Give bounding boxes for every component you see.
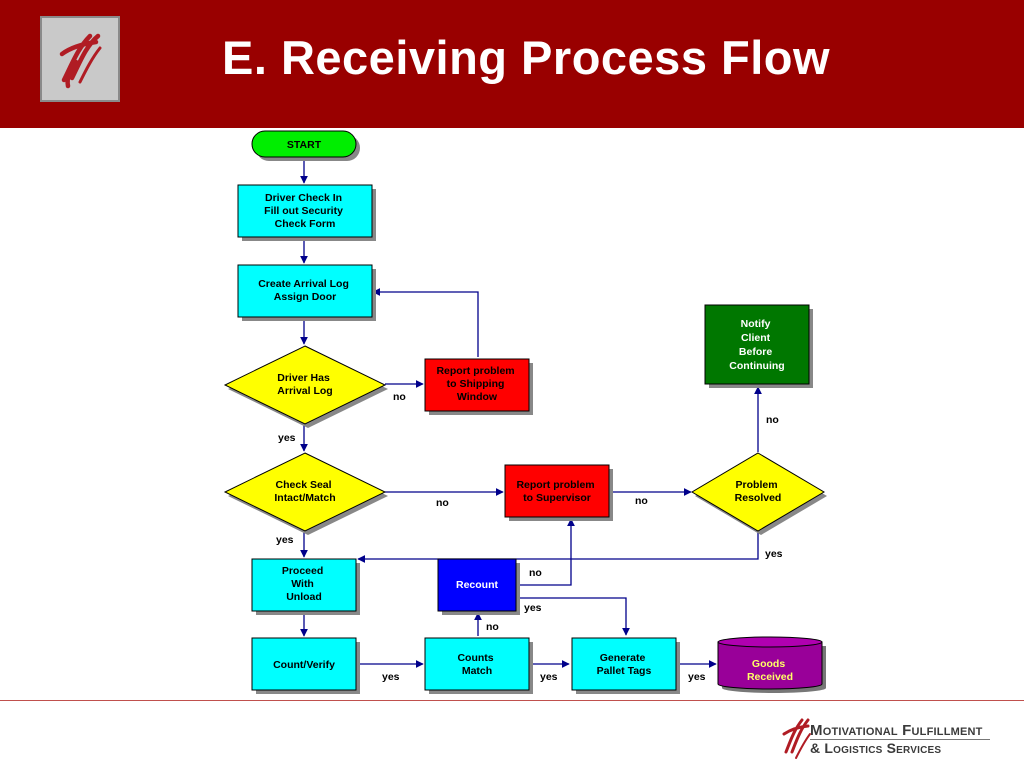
- counts-match-line-1: Counts: [457, 652, 493, 664]
- label-yes-resolved: yes: [765, 548, 783, 560]
- notify-line-1: Notify: [741, 318, 771, 330]
- count-verify-label: Count/Verify: [273, 659, 335, 671]
- svg-text:Counts Match: Counts Match: [457, 652, 496, 677]
- svg-text:Driver Check In Fill out: Driver Check In Fill out Security Check …: [264, 192, 346, 230]
- logo-badge: [40, 16, 120, 102]
- svg-text:Goods Received: Goods Received: [747, 658, 793, 683]
- mfl-script-logo-icon: [782, 718, 811, 759]
- brand-name-line-1: Motivational Fulfillment: [810, 722, 983, 739]
- svg-text:Check Seal Intact/Match: Check Seal Intact/Match: [274, 479, 335, 504]
- label-no-seal: no: [436, 497, 449, 509]
- check-seal-line-2: Intact/Match: [274, 492, 335, 504]
- svg-text:Proceed With Unloa: Proceed With Unload: [282, 565, 326, 603]
- notify-line-2: Client: [741, 332, 771, 344]
- edge-recount-no: [518, 518, 575, 586]
- label-no-supervisor: no: [635, 495, 648, 507]
- label-yes-count: yes: [382, 671, 400, 683]
- brand-name-line-2: & Logistics Services: [810, 740, 942, 756]
- label-yes-tags: yes: [688, 671, 706, 683]
- generate-tags-node: Generate Pallet Tags: [571, 637, 680, 694]
- svg-text:Problem Resolved: Problem Resolved: [735, 479, 782, 504]
- driver-check-in-node: Driver Check In Fill out Security Check …: [237, 184, 376, 241]
- label-no-has-log: no: [393, 391, 406, 403]
- notify-client-node: Notify Client Before Continuing: [704, 304, 813, 388]
- proceed-line-3: Unload: [286, 591, 322, 603]
- mfl-script-logo-icon: [59, 33, 102, 89]
- svg-text:Generate Pallet Tags: Generate Pallet Tags: [597, 652, 652, 677]
- svg-text:Notify Client Befo: Notify Client Before Continuing: [729, 318, 784, 372]
- problem-resolved-line-2: Resolved: [735, 492, 782, 504]
- goods-line-1: Goods: [752, 658, 785, 670]
- footer-divider: [0, 700, 1024, 701]
- driver-check-in-line-2: Fill out Security: [264, 205, 343, 217]
- connectors: [300, 159, 762, 668]
- company-brand: Motivational Fulfillment & Logistics Ser…: [780, 712, 1010, 762]
- report-supervisor-node: Report problem to Supervisor: [504, 464, 613, 521]
- edge-labels: no yes no no no yes yes no yes no yes ye…: [276, 391, 783, 683]
- page-title: E. Receiving Process Flow: [222, 31, 831, 84]
- header-banner: E. Receiving Process Flow: [0, 0, 1024, 128]
- generate-tags-line-1: Generate: [600, 652, 646, 664]
- check-seal-line-1: Check Seal: [276, 479, 332, 491]
- report-shipping-line-1: Report problem: [436, 365, 514, 377]
- label-no-recount: no: [529, 567, 542, 579]
- report-supervisor-line-2: to Supervisor: [523, 492, 591, 504]
- svg-text:Report problem to Shippi: Report problem to Shipping Window: [436, 365, 517, 403]
- edge-resolved-yes: [357, 532, 759, 563]
- proceed-line-2: With: [291, 578, 314, 590]
- label-no-resolved: no: [766, 414, 779, 426]
- notify-line-4: Continuing: [729, 360, 784, 372]
- generate-tags-line-2: Pallet Tags: [597, 665, 652, 677]
- goods-line-2: Received: [747, 671, 793, 683]
- report-shipping-line-2: to Shipping: [447, 378, 505, 390]
- report-shipping-node: Report problem to Shipping Window: [424, 358, 533, 415]
- count-verify-node: Count/Verify: [251, 637, 360, 694]
- recount-label: Recount: [456, 579, 499, 591]
- check-seal-decision: Check Seal Intact/Match: [223, 452, 388, 535]
- label-no-match: no: [486, 621, 499, 633]
- driver-has-log-line-1: Driver Has: [277, 372, 330, 384]
- report-shipping-line-3: Window: [457, 391, 498, 403]
- driver-check-in-line-3: Check Form: [275, 218, 336, 230]
- edge-recount-yes: [518, 597, 630, 636]
- driver-has-log-decision: Driver Has Arrival Log: [223, 345, 388, 428]
- problem-resolved-decision: Problem Resolved: [691, 452, 827, 535]
- edge-shipping-back: [372, 288, 479, 357]
- driver-has-log-line-2: Arrival Log: [277, 385, 332, 397]
- create-log-line-2: Assign Door: [274, 291, 336, 303]
- label-yes-has-log: yes: [278, 432, 296, 444]
- svg-text:Report problem to Superv: Report problem to Supervisor: [516, 479, 597, 504]
- label-yes-seal: yes: [276, 534, 294, 546]
- create-log-line-1: Create Arrival Log: [258, 278, 349, 290]
- label-yes-match: yes: [540, 671, 558, 683]
- proceed-line-1: Proceed: [282, 565, 323, 577]
- proceed-unload-node: Proceed With Unload: [251, 558, 360, 615]
- driver-check-in-line-1: Driver Check In: [265, 192, 342, 204]
- counts-match-node: Counts Match: [424, 637, 533, 694]
- notify-line-3: Before: [739, 346, 772, 358]
- svg-text:Create Arrival Log Assig: Create Arrival Log Assign Door: [258, 278, 352, 303]
- svg-text:Driver Has Arrival Log: Driver Has Arrival Log: [277, 372, 332, 397]
- counts-match-line-2: Match: [462, 665, 492, 677]
- problem-resolved-line-1: Problem: [736, 479, 778, 491]
- start-label: START: [287, 139, 322, 151]
- report-supervisor-line-1: Report problem: [516, 479, 594, 491]
- brand-underline: [810, 739, 990, 740]
- start-node: START: [251, 130, 360, 161]
- create-arrival-log-node: Create Arrival Log Assign Door: [237, 264, 376, 321]
- label-yes-recount: yes: [524, 602, 542, 614]
- goods-received-node: Goods Received: [717, 636, 826, 693]
- recount-node: Recount: [437, 558, 520, 615]
